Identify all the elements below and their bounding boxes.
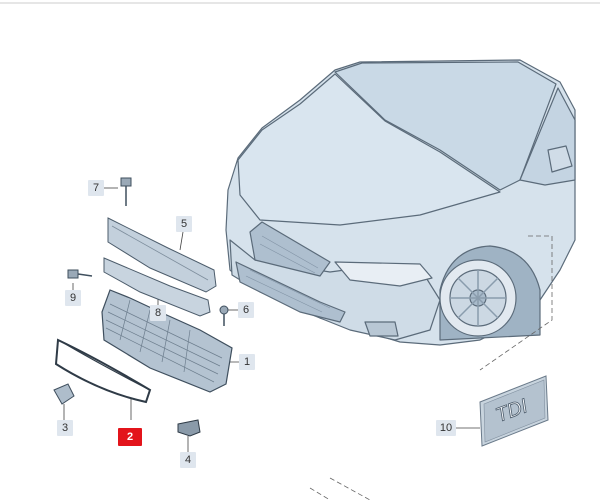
callout-9: 9 xyxy=(65,290,81,306)
part-emblem xyxy=(177,419,201,437)
part-badge: TDI xyxy=(479,375,549,447)
callout-10: 10 xyxy=(436,420,456,436)
part-end-cap xyxy=(53,383,75,405)
callout-8: 8 xyxy=(150,305,166,321)
car-illustration xyxy=(225,59,576,346)
part-clip xyxy=(120,177,132,206)
callout-6: 6 xyxy=(238,302,254,318)
part-lower-bracket xyxy=(103,257,211,317)
part-trim-frame xyxy=(54,338,152,404)
callout-4: 4 xyxy=(180,452,196,468)
callout-7: 7 xyxy=(88,180,104,196)
part-grille xyxy=(101,289,233,393)
callout-5: 5 xyxy=(176,216,192,232)
part-upper-bracket xyxy=(107,217,217,293)
callout-1: 1 xyxy=(239,354,255,370)
callout-3: 3 xyxy=(57,420,73,436)
callout-2-highlighted[interactable]: 2 xyxy=(118,428,142,446)
part-bolt xyxy=(67,269,93,279)
part-screw xyxy=(219,305,229,326)
